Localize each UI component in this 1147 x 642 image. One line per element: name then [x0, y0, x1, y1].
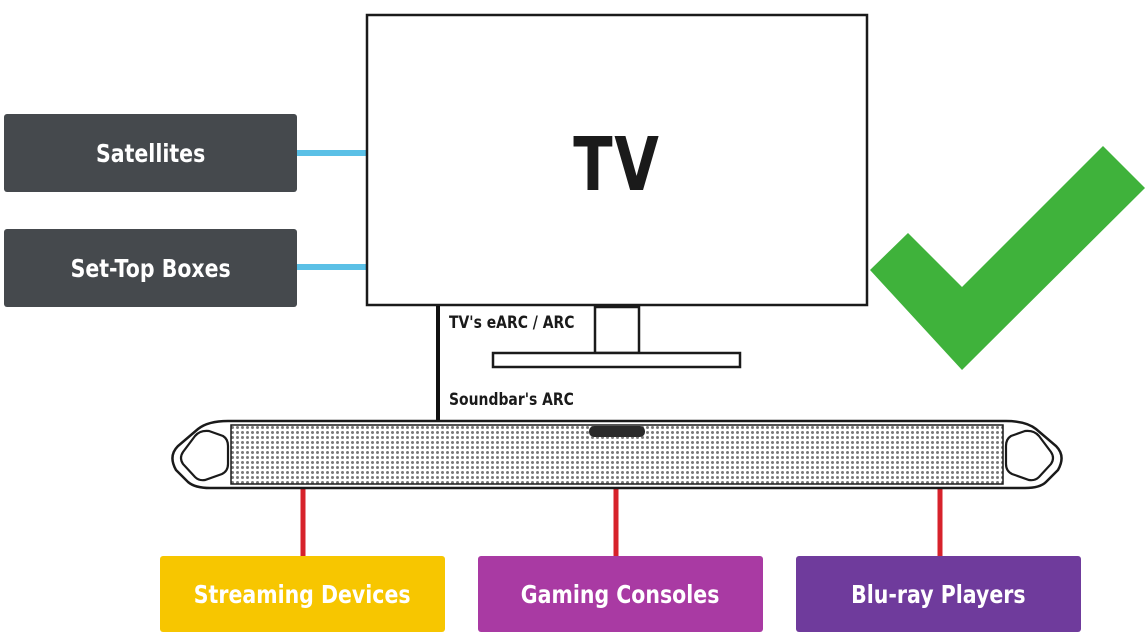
satellites-box: Satellites: [4, 114, 297, 192]
set-top-boxes-box: Set-Top Boxes: [4, 229, 297, 307]
tv-port-label: TV's eARC / ARC: [449, 313, 575, 333]
brand-plate: [589, 426, 645, 437]
soundbar-left-endcap: [179, 429, 230, 482]
soundbar-right-endcap: [1004, 429, 1055, 482]
gaming-consoles-box: Gaming Consoles: [478, 556, 763, 632]
set-top-boxes-label: Set-Top Boxes: [70, 253, 231, 283]
blu-ray-players-box: Blu-ray Players: [796, 556, 1081, 632]
tv-stand-base: [491, 351, 742, 369]
tv-title: TV: [366, 120, 868, 210]
gaming-consoles-label: Gaming Consoles: [521, 579, 720, 609]
tv-title-text: TV: [573, 122, 661, 208]
streaming-devices-label: Streaming Devices: [194, 579, 411, 609]
tv-screen: [365, 13, 869, 307]
soundbar: [171, 419, 1063, 490]
streaming-devices-box: Streaming Devices: [160, 556, 445, 632]
tv-stand-neck: [593, 305, 641, 355]
satellites-label: Satellites: [95, 138, 206, 168]
checkmark-icon: [870, 146, 1145, 370]
blu-ray-players-label: Blu-ray Players: [851, 579, 1026, 609]
soundbar-port-label: Soundbar's ARC: [449, 390, 574, 410]
